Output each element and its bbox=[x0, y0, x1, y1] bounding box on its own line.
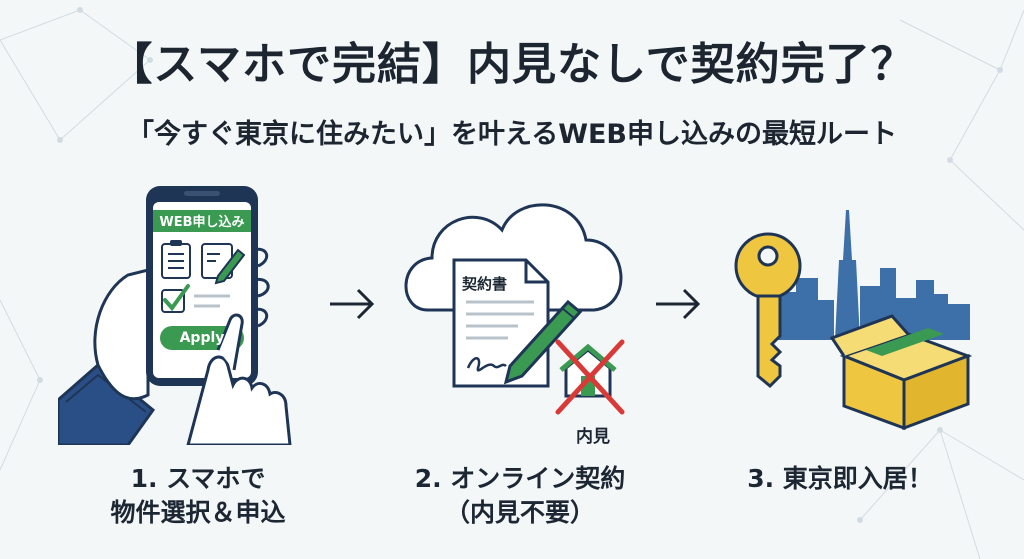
document-label: 契約書 bbox=[462, 275, 508, 293]
signature-icon bbox=[466, 357, 507, 372]
pen-on-paper-icon bbox=[201, 243, 246, 285]
step1-caption: 1. スマホで 物件選択＆申込 bbox=[88, 462, 308, 530]
step3-caption-line1: 3. 東京即入居！ bbox=[747, 464, 933, 493]
arrow-right-icon bbox=[656, 288, 701, 320]
arrow-right-icon bbox=[330, 288, 375, 320]
pen-icon bbox=[503, 299, 583, 385]
step2-caption: 2. オンライン契約 （内見不要） bbox=[400, 462, 640, 530]
left-hand-shape bbox=[93, 268, 150, 401]
pointing-hand-icon bbox=[186, 355, 292, 445]
tokyo-skyline-icon bbox=[778, 210, 970, 340]
page-title: 【スマホで完結】内見なしで契約完了？ bbox=[108, 39, 916, 90]
step3-caption: 3. 東京即入居！ bbox=[730, 462, 950, 496]
step2-caption-line2: （内見不要） bbox=[444, 498, 595, 527]
sleeve-shape bbox=[58, 363, 156, 445]
moving-box-icon bbox=[829, 314, 972, 430]
page-subtitle: 「今すぐ東京に住みたい」を叶えるWEB申し込みの最短ルート bbox=[127, 119, 897, 150]
clipboard-icon bbox=[161, 240, 191, 279]
step1-illustration bbox=[58, 186, 292, 445]
key-icon bbox=[734, 232, 802, 389]
step2-illustration bbox=[404, 203, 625, 415]
step3-illustration bbox=[734, 210, 972, 430]
apply-button[interactable]: Apply bbox=[179, 330, 225, 346]
cross-icon bbox=[555, 339, 625, 415]
phone-header-label: WEB申し込み bbox=[159, 215, 245, 230]
holding-fingers-shape bbox=[253, 247, 270, 328]
phone-header-bar bbox=[153, 210, 251, 232]
checkbox-icon bbox=[161, 284, 230, 313]
step1-caption-line2: 物件選択＆申込 bbox=[110, 498, 286, 527]
viewing-label: 内見 bbox=[576, 427, 610, 447]
step1-caption-line1: 1. スマホで bbox=[130, 464, 266, 493]
step2-caption-line1: 2. オンライン契約 bbox=[414, 464, 626, 493]
